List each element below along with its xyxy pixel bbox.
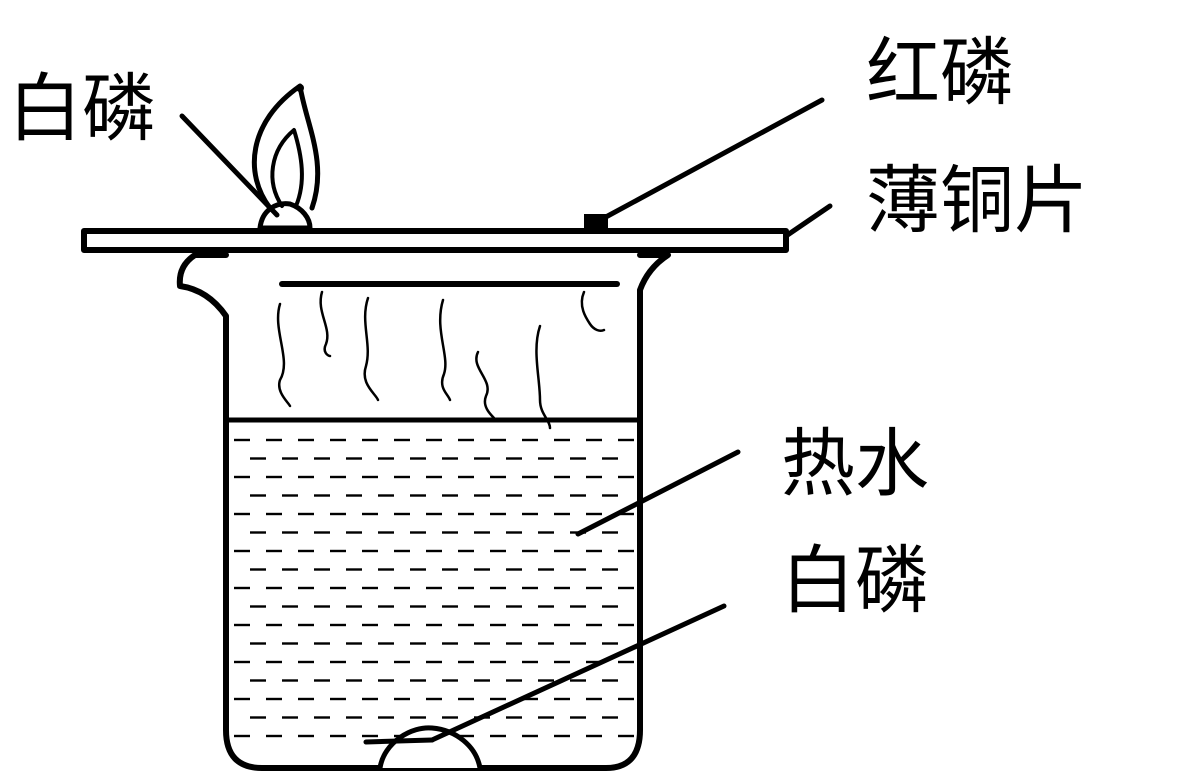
label-copper-sheet: 薄铜片 — [866, 158, 1088, 244]
leader-copper-sheet — [783, 203, 833, 239]
flame-inner-icon — [270, 128, 304, 208]
label-white-phosphorus-bottom: 白磷 — [781, 538, 929, 624]
beaker — [176, 252, 671, 771]
white-phosphorus-underwater — [377, 725, 483, 769]
flame-tip — [296, 84, 304, 92]
leader-red-phosphorus — [601, 97, 825, 221]
label-hot-water: 热水 — [781, 421, 929, 507]
steam-wisps — [276, 290, 606, 430]
flame-outer-icon — [251, 83, 321, 211]
leader-lines — [179, 97, 833, 745]
label-red-phosphorus: 红磷 — [866, 30, 1014, 116]
leader-white-phosphorus-top — [179, 113, 280, 218]
leader-underwater-stub — [363, 737, 435, 745]
leader-white-phosphorus-bottom — [429, 603, 727, 743]
leader-hot-water — [575, 449, 741, 537]
copper-sheet — [81, 228, 789, 253]
water-hatching — [234, 438, 634, 738]
burning-white-phosphorus — [251, 83, 321, 231]
label-white-phosphorus-top: 白磷 — [8, 66, 156, 152]
